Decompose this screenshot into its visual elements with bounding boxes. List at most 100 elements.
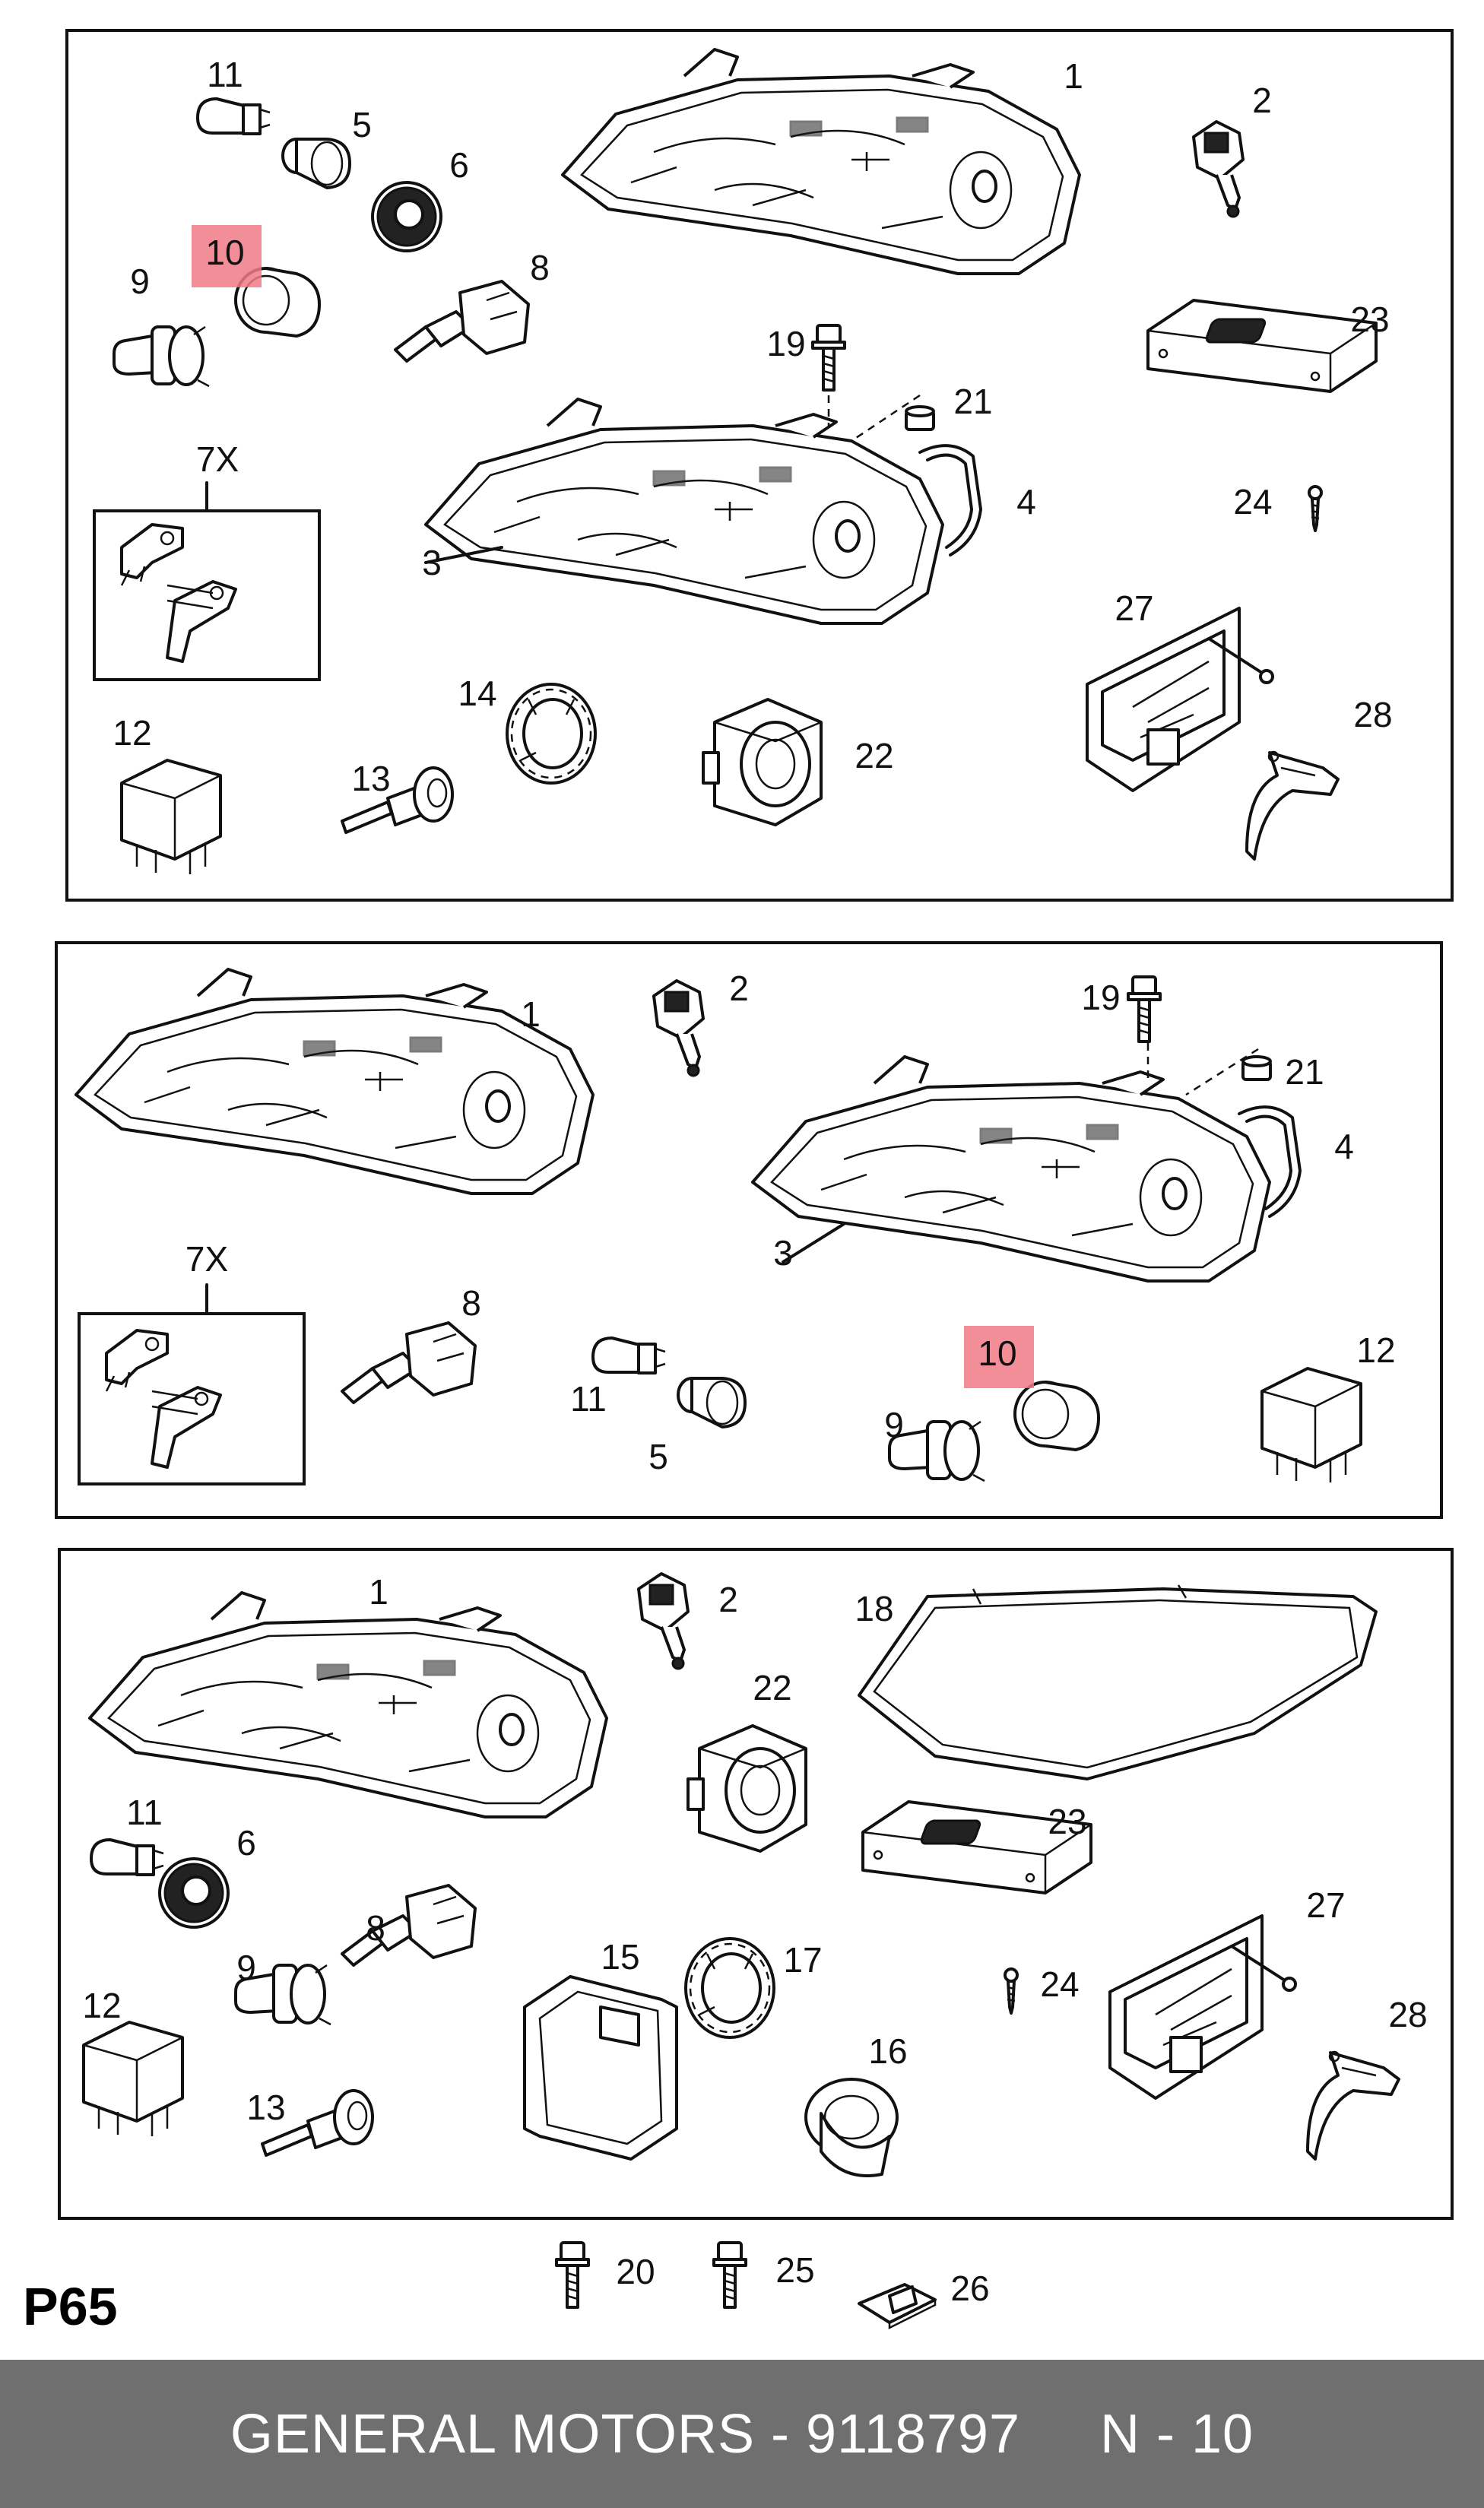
part-1-headlamp	[88, 1591, 608, 1818]
label-24: 24	[1233, 482, 1272, 522]
label-8: 8	[461, 1283, 481, 1323]
part-12-relay	[82, 2021, 184, 2138]
part-12-relay	[120, 759, 222, 876]
part-11-bulb	[196, 97, 271, 135]
part-21-nut	[1241, 1055, 1272, 1081]
part-14-gear-ring	[506, 683, 597, 785]
label-2: 2	[1252, 81, 1272, 120]
label-12: 12	[113, 713, 151, 753]
label-3: 3	[422, 543, 442, 582]
part-16-socket	[804, 2078, 899, 2177]
label-5: 5	[352, 105, 372, 144]
exploded-parts-diagram: 11 5 6 10 9 8 1 2 23 19 21 4 3 24 7X 27 …	[23, 29, 1454, 2336]
label-17: 17	[783, 1940, 822, 1980]
label-23: 23	[1048, 1802, 1086, 1841]
label-26: 26	[950, 2269, 989, 2308]
label-8: 8	[530, 248, 550, 287]
part-19-bolt	[1127, 975, 1162, 1043]
label-19: 19	[1081, 978, 1120, 1017]
label-23: 23	[1350, 300, 1389, 339]
label-14: 14	[458, 674, 496, 713]
label-3: 3	[773, 1233, 793, 1273]
panel-1-labels: 11 5 6 10 9 8 1 2 23 19 21 4 3 24 7X 27 …	[113, 55, 1392, 798]
label-28: 28	[1388, 1995, 1427, 2034]
label-27: 27	[1115, 588, 1153, 628]
part-21-nut	[905, 405, 935, 431]
label-5: 5	[648, 1437, 668, 1476]
label-19: 19	[766, 324, 805, 363]
part-27-adjuster	[1108, 1914, 1297, 2100]
part-19-bolt	[811, 324, 846, 392]
label-24: 24	[1040, 1964, 1079, 2004]
part-7x-box	[78, 1312, 306, 1485]
label-13: 13	[351, 759, 390, 798]
part-5-socket	[677, 1377, 747, 1428]
label-1: 1	[521, 994, 541, 1034]
panel-2-frame	[55, 941, 1443, 1519]
part-22-housing	[687, 1724, 807, 1853]
part-3-headlamp	[424, 398, 944, 625]
label-6: 6	[449, 145, 469, 185]
label-1: 1	[369, 1572, 388, 1612]
label-22: 22	[855, 736, 893, 775]
part-15-cover	[523, 1975, 678, 2161]
label-11: 11	[207, 55, 243, 94]
part-2-sensor	[1192, 120, 1245, 218]
label-15: 15	[601, 1937, 639, 1977]
part-18-lens	[858, 1584, 1378, 1780]
part-8-bulb	[341, 1884, 477, 1967]
part-6-grommet	[371, 181, 442, 252]
label-9: 9	[884, 1405, 904, 1444]
panel-3-labels: 1 2 18 22 23 11 6 8 9 12 13 15 17 16 24 …	[82, 1572, 1427, 2127]
panel-3-parts	[82, 1572, 1400, 2177]
label-11: 11	[126, 1793, 163, 1832]
label-9: 9	[236, 1948, 256, 1987]
loose-parts: 20 25 26	[555, 2241, 990, 2329]
part-26-clip-nut	[858, 2283, 937, 2329]
label-11: 11	[570, 1379, 607, 1419]
label-12: 12	[82, 1986, 121, 2025]
panel-2-parts	[75, 968, 1362, 1485]
part-11-bulb	[591, 1336, 667, 1374]
label-6: 6	[236, 1823, 256, 1863]
label-7x: 7X	[196, 439, 239, 479]
label-12: 12	[1356, 1330, 1395, 1370]
label-9: 9	[130, 262, 150, 301]
part-23-ballast	[1146, 299, 1378, 393]
label-18: 18	[855, 1589, 893, 1628]
label-25: 25	[775, 2250, 814, 2290]
part-17-gear-ring	[684, 1937, 775, 2039]
part-10-cap	[1013, 1381, 1100, 1451]
panel-3-frame	[58, 1548, 1454, 2220]
part-25-bolt	[712, 2241, 747, 2309]
part-28-bracket	[1245, 750, 1340, 861]
part-5-socket	[281, 138, 351, 189]
label-1: 1	[1064, 56, 1083, 96]
part-2-sensor	[637, 1572, 690, 1670]
label-22: 22	[753, 1668, 791, 1707]
label-27: 27	[1306, 1885, 1345, 1925]
label-21: 21	[953, 382, 992, 421]
part-8-bulb	[394, 280, 530, 363]
panel-1-frame	[65, 29, 1454, 902]
page-code: P65	[23, 2277, 118, 2336]
label-4: 4	[1016, 482, 1036, 522]
part-1-headlamp	[561, 48, 1081, 275]
label-2: 2	[718, 1580, 738, 1619]
part-28-bracket	[1306, 2050, 1400, 2161]
label-21: 21	[1285, 1052, 1324, 1092]
part-7x-repair-kit	[120, 523, 237, 663]
label-8: 8	[366, 1908, 385, 1948]
highlight-10-panel-1	[192, 225, 262, 287]
highlight-10-panel-2	[964, 1326, 1034, 1388]
part-24-screw	[1308, 485, 1323, 532]
panel-2-labels: 1 2 19 21 4 3 7X 8 11 5 10 9 12	[186, 969, 1396, 1476]
panel-1-parts	[93, 48, 1378, 876]
part-24-screw	[1004, 1967, 1019, 2015]
label-4: 4	[1334, 1127, 1354, 1166]
label-28: 28	[1353, 695, 1392, 734]
part-27-adjuster	[1086, 607, 1274, 792]
part-11-bulb	[90, 1838, 165, 1876]
label-16: 16	[868, 2031, 907, 2071]
